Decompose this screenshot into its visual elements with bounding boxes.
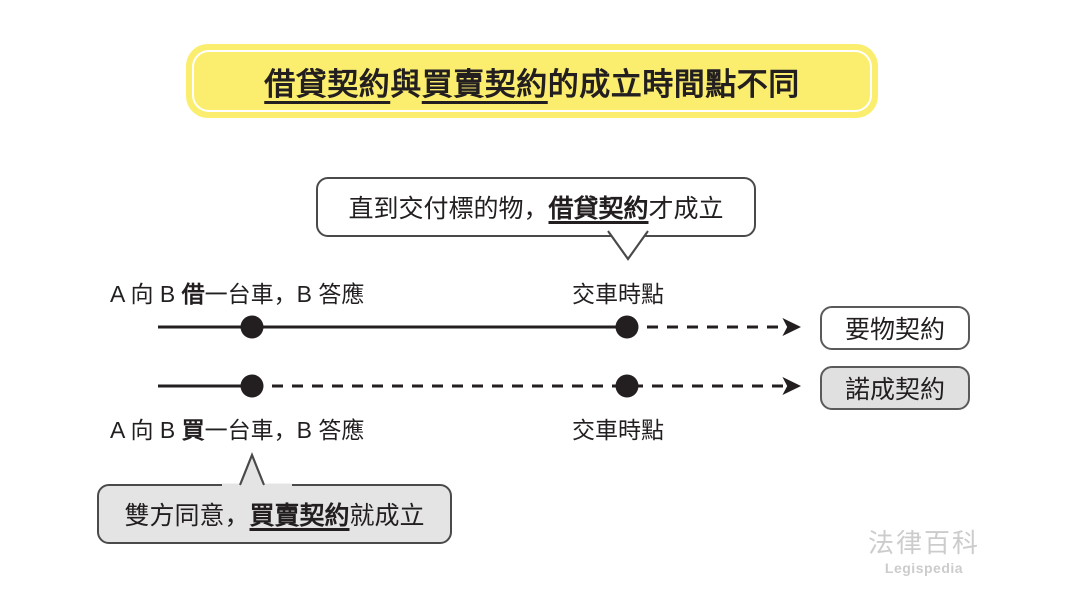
- loan-label-suffix: 一台車，B 答應: [204, 281, 365, 307]
- timeline-sale-label-left: A 向 B 買一台車，B 答應: [110, 411, 364, 445]
- title-segment-tail: 的成立時間點不同: [547, 66, 800, 102]
- timeline-loan-dot-agreement: [240, 315, 264, 339]
- result-pill-yaowu-contract: 要物契約: [820, 306, 970, 350]
- result-pill-nuocheng-contract: 諾成契約: [820, 366, 970, 410]
- callout-top-prefix: 直到交付標的物，: [348, 195, 549, 223]
- title-inner-ring: [192, 50, 872, 112]
- sale-label-emphasis: 買: [181, 417, 205, 443]
- callout-sale-contract: 雙方同意，買賣契約就成立: [97, 484, 452, 544]
- loan-label-emphasis: 借: [181, 281, 205, 307]
- timeline-loan-axis: [158, 315, 801, 339]
- page-title: 借貸契約 與 買賣契約 的成立時間點不同: [186, 44, 878, 118]
- timeline-sale-axis: [158, 374, 801, 398]
- timeline-loan-label-right: 交車時點: [572, 281, 664, 307]
- callout-bottom-emphasis: 買賣契約: [249, 502, 350, 530]
- timeline-loan-dot-delivery: [615, 315, 639, 339]
- title-segment-sale-contract: 買賣契約: [421, 66, 548, 102]
- callout-bottom-suffix: 就成立: [349, 502, 425, 530]
- watermark-cn: 法律百科: [867, 528, 980, 558]
- title-banner: 借貸契約 與 買賣契約 的成立時間點不同: [186, 44, 878, 118]
- sale-label-prefix: A 向 B: [110, 417, 182, 443]
- sale-label-suffix: 一台車，B 答應: [204, 417, 365, 443]
- timeline-loan-label-left: A 向 B 借一台車，B 答應: [110, 275, 364, 309]
- title-segment-and: 與: [390, 66, 422, 102]
- callout-loan-contract: 直到交付標的物，借貸契約才成立: [316, 177, 756, 237]
- timeline-sale-label-right: 交車時點: [572, 417, 664, 443]
- timeline-sale-dot-agreement: [240, 374, 264, 398]
- callout-top-emphasis: 借貸契約: [548, 195, 649, 223]
- loan-label-prefix: A 向 B: [110, 281, 182, 307]
- callout-bottom-tail-icon: [222, 452, 292, 487]
- watermark: 法律百科 Legispedia: [854, 528, 994, 577]
- title-segment-loan-contract: 借貸契約: [264, 66, 391, 102]
- callout-top-suffix: 才成立: [648, 195, 724, 223]
- timeline-sale-dot-delivery: [615, 374, 639, 398]
- callout-bottom-prefix: 雙方同意，: [124, 502, 250, 530]
- watermark-en: Legispedia: [884, 560, 964, 577]
